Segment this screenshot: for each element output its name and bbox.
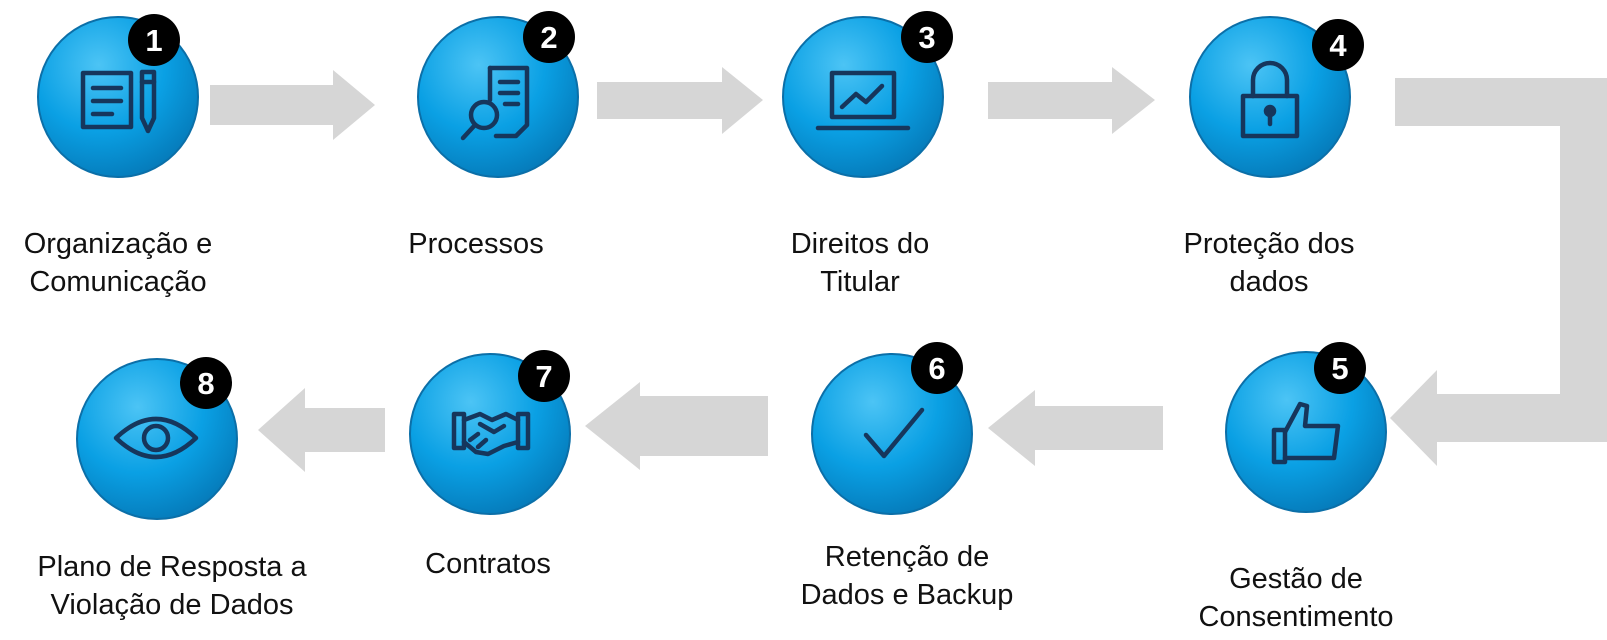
step-2-label: Processos [408,225,543,263]
step-6-label-line-2: Dados e Backup [800,579,1014,611]
step-4-label-line-2: dados [1229,266,1309,298]
step-3-label-line-2: Titular [820,266,900,298]
step-6-circle [811,353,973,515]
step-5-badge [1314,342,1366,394]
thumbs-up-icon [1271,401,1341,465]
step-7-badge [518,350,570,402]
document-pen-icon [80,69,157,134]
step-8-label-line-1: Plano de Resposta a [37,551,307,583]
step-7-number: 7 [535,359,552,394]
arrow-5-to-6 [988,390,1163,466]
badge-numbers: 1 2 3 4 5 6 7 8 [145,20,1348,401]
step-2-badge [523,11,575,63]
step-8-label: Plano de Resposta a Violação de Dados [37,548,306,624]
step-5-number: 5 [1331,351,1348,386]
number-badges [128,11,1366,409]
step-1-label-line-2: Comunicação [29,266,207,298]
step-4-number: 4 [1329,28,1347,63]
step-8-number: 8 [197,366,214,401]
step-6-label: Retenção de Dados e Backup [801,538,1014,614]
checkmark-icon [863,407,925,459]
connector-arrows [210,67,1607,472]
step-8-label-line-2: Violação de Dados [50,589,294,621]
step-6-badge [911,342,963,394]
step-1-label: Organização e Comunicação [24,225,213,301]
laptop-chart-icon [815,70,911,131]
step-5-label: Gestão de Consentimento [1198,560,1393,636]
handshake-icon [451,411,531,457]
arrow-2-to-3 [597,67,763,134]
step-5-label-line-1: Gestão de [1229,563,1363,595]
step-7-label: Contratos [425,545,551,583]
arrow-6-to-7 [585,382,768,470]
step-3-number: 3 [918,20,935,55]
step-1-number: 1 [145,23,162,58]
step-2-number: 2 [540,20,557,55]
step-5-label-line-2: Consentimento [1198,601,1394,633]
step-icons [80,60,1341,465]
step-3-label-line-1: Direitos do [790,228,930,260]
step-6-number: 6 [928,351,945,386]
arrow-4-to-5-elbow [1390,78,1607,466]
arrow-3-to-4 [988,67,1155,134]
step-1-label-line-1: Organização e [23,228,213,260]
step-7-label-line-1: Contratos [425,548,551,580]
step-1-badge [128,14,180,66]
step-3-badge [901,11,953,63]
arrow-7-to-8 [258,388,385,472]
arrow-1-to-2 [210,70,375,140]
step-8-badge [180,357,232,409]
step-4-badge [1312,19,1364,71]
step-4-label-line-1: Proteção dos [1183,228,1355,260]
step-3-label: Direitos do Titular [791,225,930,301]
step-6-label-line-1: Retenção de [824,541,990,573]
eye-icon [113,416,199,460]
step-2-label-line-1: Processos [408,228,544,260]
padlock-icon [1240,60,1300,139]
document-search-icon [460,65,530,141]
step-4-label: Proteção dos dados [1184,225,1355,301]
